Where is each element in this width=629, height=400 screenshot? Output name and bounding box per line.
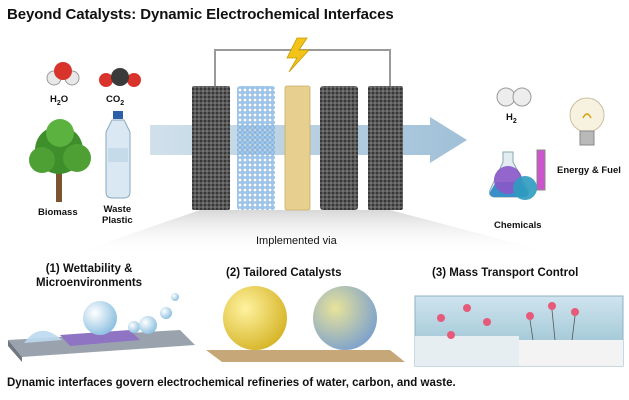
co2-molecule-icon: [99, 68, 141, 87]
h2-label: H2: [506, 112, 517, 125]
wettability-illustration: [8, 293, 195, 362]
tree-icon: [29, 119, 91, 202]
projection-cone: [70, 210, 560, 255]
catalyst-spheres-illustration: [206, 286, 405, 362]
biomass-label: Biomass: [38, 207, 78, 218]
electrode-stack: [192, 85, 403, 211]
section-3-label: (3) Mass Transport Control: [432, 267, 579, 279]
flask-icon: [489, 149, 546, 200]
figure-caption: Dynamic interfaces govern electrochemica…: [7, 377, 456, 389]
co2-label: CO2: [106, 94, 125, 107]
h2-molecule-icon: [496, 87, 532, 107]
section-2-label: (2) Tailored Catalysts: [226, 267, 342, 279]
section-1-label: (1) Wettability & Microenvironments: [36, 263, 143, 289]
h2o-label: H2O: [50, 94, 69, 107]
light-bulb-icon: [569, 97, 605, 146]
plastic-bottle-icon: [105, 111, 131, 199]
lightning-bolt-icon: [286, 37, 310, 73]
waste-plastic-label: Waste Plastic: [102, 204, 133, 226]
mass-transport-illustration: [414, 295, 624, 367]
implemented-via-label: Implemented via: [256, 235, 337, 247]
figure-title: Beyond Catalysts: Dynamic Electrochemica…: [7, 6, 394, 23]
chemicals-label: Chemicals: [494, 220, 542, 231]
water-molecule-icon: [46, 62, 80, 86]
energy-fuel-label: Energy & Fuel: [557, 165, 621, 176]
